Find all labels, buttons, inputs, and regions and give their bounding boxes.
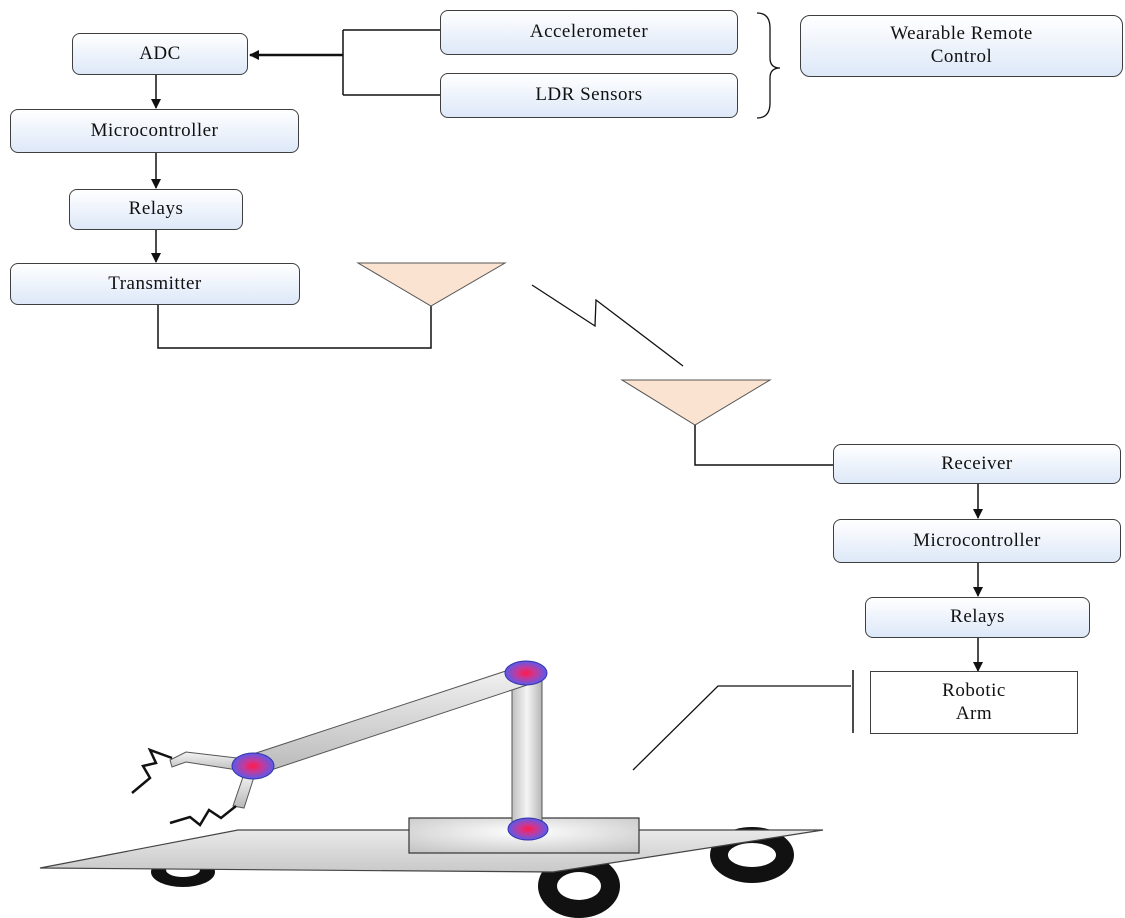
brace-icon	[756, 12, 781, 119]
claw-upper-icon	[131, 747, 173, 794]
wrist-joint-icon	[231, 752, 275, 780]
arm-upper-link	[249, 664, 531, 776]
robotic-arm-box: Robotic Arm	[870, 671, 1078, 734]
claw-lower-icon	[169, 805, 237, 827]
receiver-label: Receiver	[941, 452, 1013, 474]
ldr-sensors-label: LDR Sensors	[535, 84, 643, 106]
rx-microcontroller-box: Microcontroller	[833, 519, 1121, 563]
adc-label: ADC	[139, 42, 181, 64]
accelerometer-label: Accelerometer	[529, 21, 649, 43]
receiver-box: Receiver	[833, 444, 1121, 484]
accelerometer-box: Accelerometer	[440, 10, 738, 55]
receive-antenna-icon	[620, 379, 772, 426]
robot-illustration	[39, 660, 824, 918]
rx-relays-label: Relays	[950, 606, 1005, 628]
robotic-arm-label-line2: Arm	[955, 702, 993, 724]
relays-box: Relays	[69, 189, 243, 230]
base-joint-icon	[507, 817, 549, 841]
wire-antenna-to-receiver	[694, 425, 833, 466]
wearable-remote-control-box: Wearable Remote Control	[800, 15, 1123, 77]
robotic-arm-label-line1: Robotic	[942, 679, 1006, 701]
wearable-remote-control-label: Wearable Remote Control	[890, 23, 1033, 67]
microcontroller-label: Microcontroller	[90, 119, 219, 141]
microcontroller-box: Microcontroller	[10, 109, 299, 153]
arm-vertical-link	[511, 671, 543, 831]
transmit-antenna-icon	[356, 262, 507, 307]
adc-box: ADC	[72, 33, 248, 75]
connector-sensors-to-adc	[249, 29, 440, 96]
ldr-sensors-box: LDR Sensors	[440, 73, 738, 118]
wireless-link-icon	[531, 284, 684, 367]
transmitter-label: Transmitter	[108, 272, 202, 294]
transmitter-box: Transmitter	[10, 263, 300, 305]
rx-relays-box: Relays	[865, 597, 1090, 638]
leader-line-robotic-arm	[632, 685, 851, 771]
wire-transmitter-to-antenna	[157, 304, 432, 349]
elbow-joint-icon	[504, 660, 548, 686]
relays-label: Relays	[128, 198, 184, 220]
rx-microcontroller-label: Microcontroller	[913, 529, 1041, 551]
